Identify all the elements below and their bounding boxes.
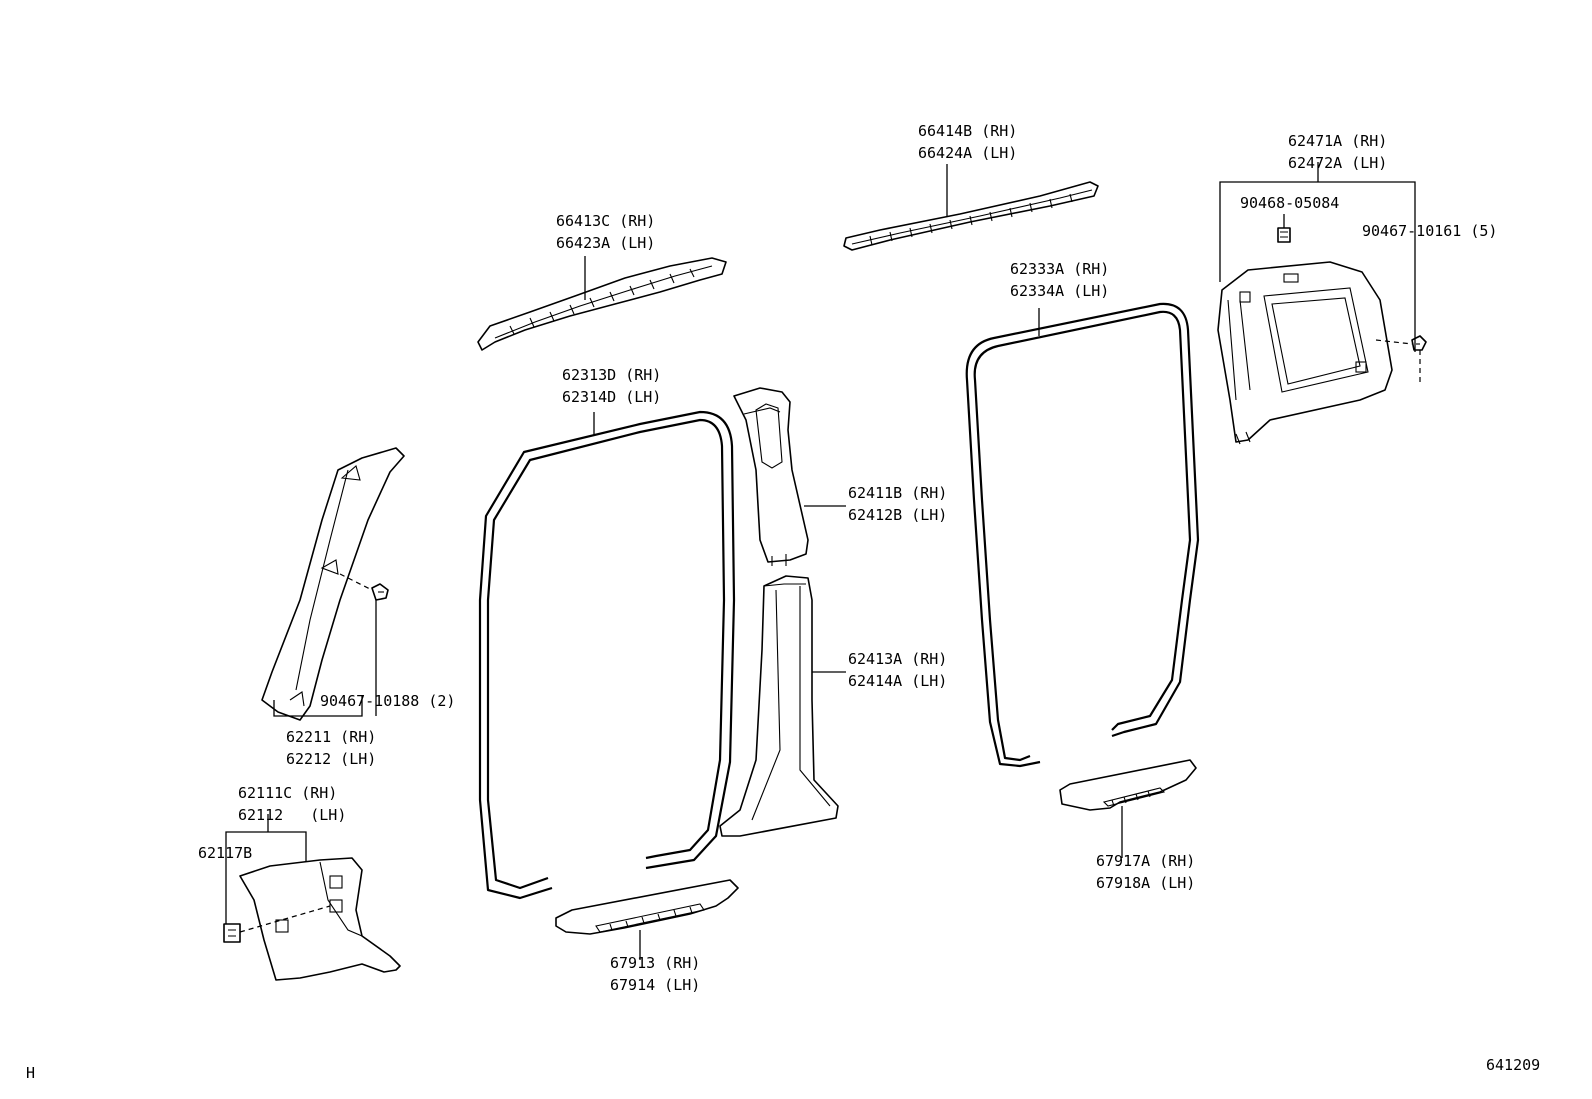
label-90467-10161: 90467-10161 (5) [1362, 222, 1497, 240]
label-66414-lh: 66424A (LH) [918, 144, 1017, 162]
clip-dash-line-3 [339, 573, 373, 591]
label-62333-lh: 62334A (LH) [1010, 282, 1109, 300]
label-62411-lh: 62412B (LH) [848, 506, 947, 524]
diagram-code: 641209 [1486, 1056, 1540, 1074]
label-67913-rh: 67913 (RH) [610, 954, 700, 972]
label-62411-rh: 62411B (RH) [848, 484, 947, 502]
label-62211-lh: 62212 (LH) [286, 750, 376, 768]
weatherstrip-62313 [478, 410, 736, 900]
label-62471-lh: 62472A (LH) [1288, 154, 1387, 172]
label-62471-rh: 62471A (RH) [1288, 132, 1387, 150]
garnish-strip-66414 [843, 181, 1099, 251]
clip-90467-10188 [371, 583, 389, 601]
label-62413-rh: 62413A (RH) [848, 650, 947, 668]
label-62117b: 62117B [198, 844, 252, 862]
clip-dash-line-1 [1375, 339, 1413, 345]
scuff-plate-67917 [1059, 759, 1197, 811]
quarter-trim-panel-62471 [1217, 261, 1393, 445]
clip-62117 [223, 923, 241, 943]
label-67917-rh: 67917A (RH) [1096, 852, 1195, 870]
label-62313-rh: 62313D (RH) [562, 366, 661, 384]
garnish-strip-66413 [477, 257, 727, 351]
label-90468-05084: 90468-05084 [1240, 194, 1339, 212]
front-pillar-garnish-62211 [261, 447, 405, 721]
clip-90467-10161 [1411, 335, 1427, 351]
leader-lines [225, 162, 1416, 960]
pillar-garnish-lower-62413 [719, 575, 839, 837]
corner-letter: H [26, 1064, 35, 1082]
clip-90468 [1277, 227, 1291, 243]
pillar-garnish-upper-62411 [733, 387, 809, 566]
label-62211-rh: 62211 (RH) [286, 728, 376, 746]
label-62313-lh: 62314D (LH) [562, 388, 661, 406]
label-62111-rh: 62111C (RH) [238, 784, 337, 802]
label-67917-lh: 67918A (LH) [1096, 874, 1195, 892]
scuff-plate-67913 [555, 879, 739, 935]
label-67913-lh: 67914 (LH) [610, 976, 700, 994]
label-66414-rh: 66414B (RH) [918, 122, 1017, 140]
weatherstrip-62333 [965, 302, 1200, 768]
label-62333-rh: 62333A (RH) [1010, 260, 1109, 278]
cowl-side-trim-62111 [239, 857, 401, 981]
label-90467-10188: 90467-10188 (2) [320, 692, 455, 710]
label-66413-rh: 66413C (RH) [556, 212, 655, 230]
label-66413-lh: 66423A (LH) [556, 234, 655, 252]
label-62413-lh: 62414A (LH) [848, 672, 947, 690]
clip-dash-line-4 [239, 905, 331, 933]
label-62111-lh: 62112 (LH) [238, 806, 346, 824]
